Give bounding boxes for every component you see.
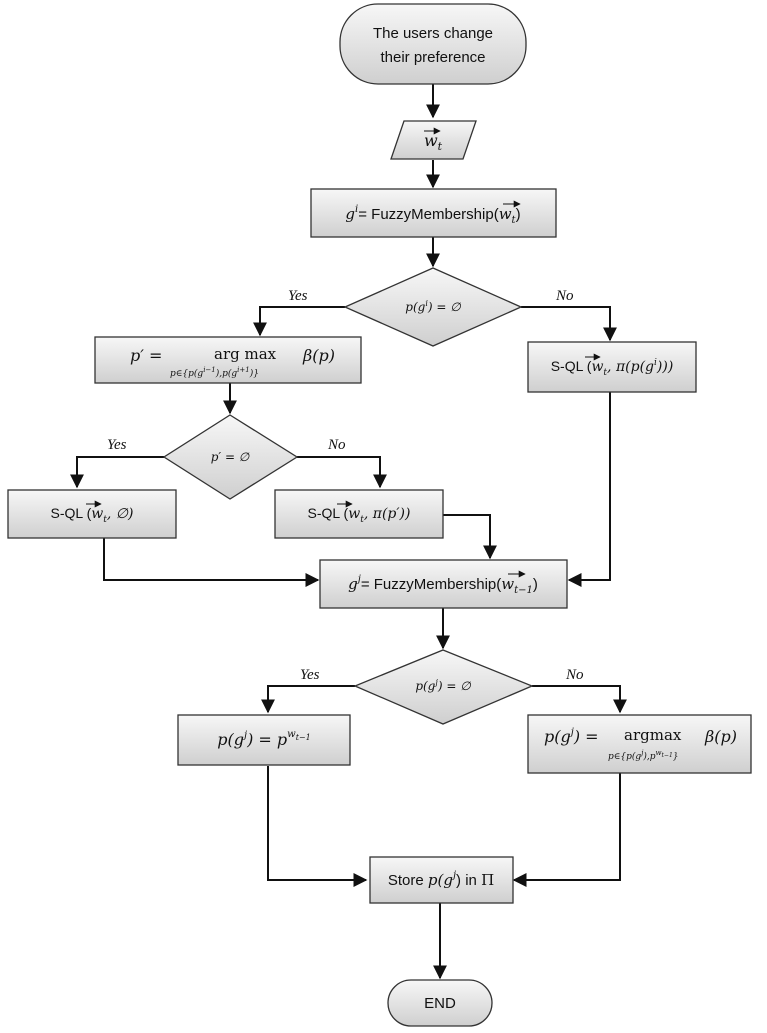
dec3-text: p(gj) = ∅ bbox=[415, 678, 471, 693]
decision-2: p′ = ∅ bbox=[162, 414, 299, 500]
sql-right-node: S-QL (wt, π(p(gi))) bbox=[527, 341, 697, 393]
no-label-2: No bbox=[327, 437, 346, 453]
fm2-text: gj= FuzzyMembership(wt−1) bbox=[348, 574, 538, 596]
start-node: The users change their preference bbox=[339, 3, 527, 85]
sql-empty-text: S-QL (wt, ∅) bbox=[51, 505, 134, 525]
edge-sqlright-fm2 bbox=[567, 392, 611, 587]
decision-3: p(gj) = ∅ bbox=[353, 649, 534, 725]
decision-1: p(gi) = ∅ bbox=[343, 267, 523, 347]
edge-sqlempty-fm2 bbox=[103, 538, 320, 587]
store-text: Store p(gj) in Π bbox=[388, 870, 494, 889]
edge-assign-store bbox=[267, 766, 368, 887]
input-node: wt bbox=[390, 120, 477, 160]
yes-label-3: Yes bbox=[300, 667, 320, 683]
argmax1-fn: β(p) bbox=[302, 346, 335, 365]
dec1-text: p(gi) = ∅ bbox=[405, 299, 461, 314]
argmax-node-2: p(gj) = argmax β(p) p∈{p(gj),pwt−1} bbox=[527, 714, 752, 774]
argmax1-sub: p∈{p(gi−1),p(gi+1)} bbox=[170, 366, 259, 379]
yes-label-1: Yes bbox=[288, 288, 308, 304]
end-label: END bbox=[424, 995, 456, 1012]
sql-pprime-text: S-QL (wt, π(p′)) bbox=[308, 505, 411, 525]
edge-dec2-yes bbox=[70, 456, 164, 489]
argmax1-lhs: p′ = bbox=[130, 346, 162, 365]
argmax2-lhs: p(gj) = bbox=[544, 727, 599, 746]
argmax-node-1: p′ = arg max β(p) p∈{p(gi−1),p(gi+1)} bbox=[94, 336, 362, 384]
sql-right-text: S-QL (wt, π(p(gi))) bbox=[551, 358, 674, 378]
edge-sqlpprime-fm2 bbox=[443, 514, 497, 560]
end-node: END bbox=[387, 979, 493, 1027]
edge-dec1-no bbox=[521, 306, 617, 342]
edge-dec1-yes bbox=[253, 306, 345, 337]
fuzzy-membership-2: gj= FuzzyMembership(wt−1) bbox=[319, 559, 568, 609]
sql-pprime-node: S-QL (wt, π(p′)) bbox=[274, 489, 444, 539]
argmax1-op: arg max bbox=[214, 345, 277, 363]
start-line-2: their preference bbox=[380, 49, 485, 66]
no-label-3: No bbox=[565, 667, 584, 683]
argmax2-sub: p∈{p(gj),pwt−1} bbox=[608, 749, 679, 762]
argmax2-op: argmax bbox=[624, 726, 682, 744]
start-line-1: The users change bbox=[373, 25, 493, 42]
fm1-text: gi= FuzzyMembership(wt) bbox=[345, 204, 520, 226]
dec2-text: p′ = ∅ bbox=[211, 450, 250, 464]
edge-dec3-yes bbox=[261, 685, 355, 714]
assign-left-text: p(gj) = pwt−1 bbox=[217, 729, 310, 749]
no-label-1: No bbox=[555, 288, 574, 304]
argmax2-fn: β(p) bbox=[704, 727, 737, 746]
input-vector: wt bbox=[424, 131, 443, 153]
edge-dec2-no bbox=[297, 456, 387, 489]
edge-dec3-no bbox=[532, 685, 627, 714]
connectors bbox=[70, 84, 627, 980]
sql-empty-node: S-QL (wt, ∅) bbox=[7, 489, 177, 539]
edge-argmax2-store bbox=[512, 773, 621, 887]
assign-left-node: p(gj) = pwt−1 bbox=[177, 714, 351, 766]
fuzzy-membership-1: gi= FuzzyMembership(wt) bbox=[310, 188, 557, 238]
yes-label-2: Yes bbox=[107, 437, 127, 453]
store-node: Store p(gj) in Π bbox=[369, 856, 514, 904]
